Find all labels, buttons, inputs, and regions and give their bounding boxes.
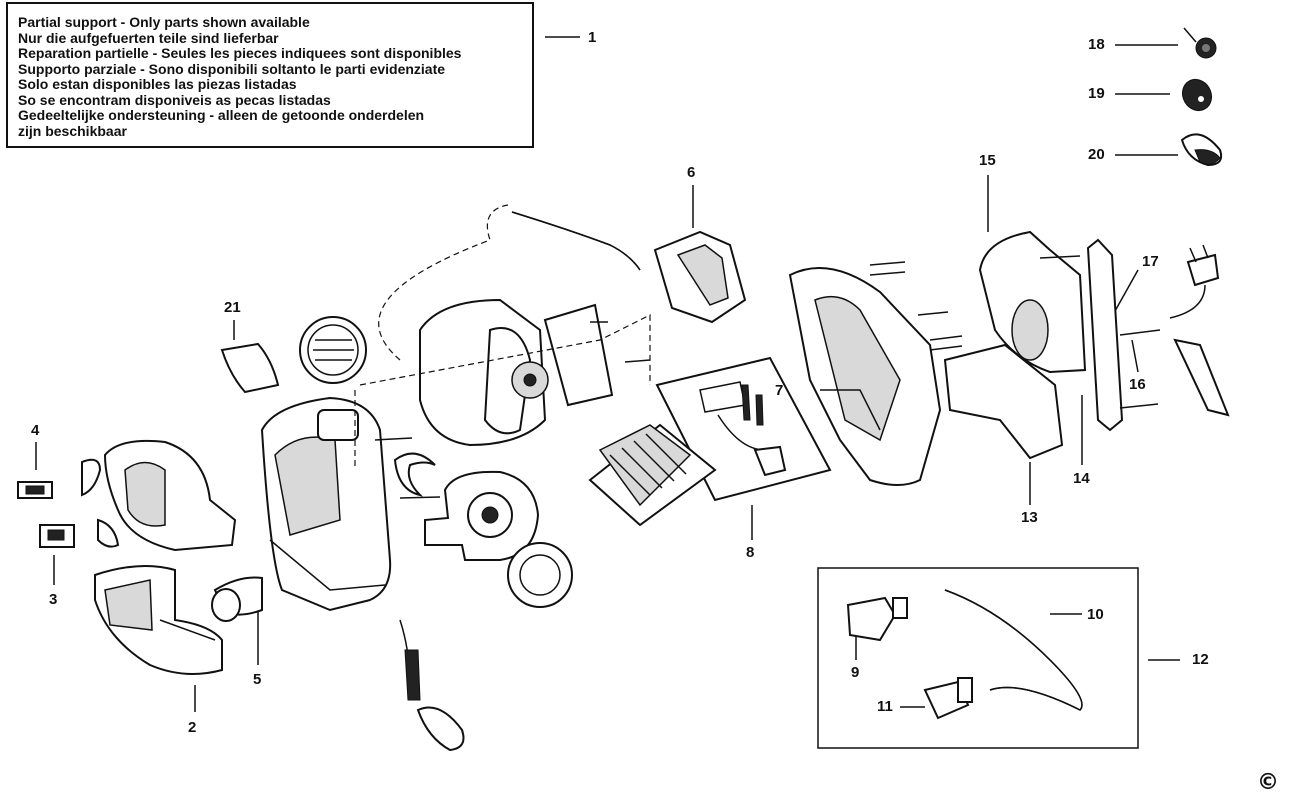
cigarette-plug-cord — [399, 619, 465, 752]
callout-16: 16 — [1129, 376, 1146, 393]
notice-line-fr: Reparation partielle - Seules les pieces… — [18, 45, 462, 61]
main-body-housing — [260, 396, 392, 612]
callout-19: 19 — [1088, 85, 1105, 102]
blower-volute — [424, 470, 540, 561]
callout-2: 2 — [188, 719, 197, 736]
wire-dashed-a — [378, 204, 509, 361]
notice-line-nl: Gedeeltelijke ondersteuning - alleen de … — [18, 107, 425, 123]
partial-support-notice: Partial support - Only parts shown avail… — [6, 2, 534, 148]
callout-1: 1 — [588, 29, 597, 46]
lens-clip-b — [97, 518, 120, 548]
elbow-nozzle-5 — [211, 576, 263, 622]
callout-6: 6 — [687, 164, 696, 181]
callout-18: 18 — [1088, 36, 1105, 53]
notice-line-nl-cont: zijn beschikbaar — [18, 122, 127, 139]
motor-fan-assembly — [419, 298, 614, 447]
callout-10: 10 — [1087, 606, 1104, 623]
duct-13 — [943, 343, 1064, 460]
lens-clip-a — [81, 458, 102, 497]
callout-3: 3 — [49, 591, 58, 608]
callout-17: 17 — [1142, 253, 1159, 270]
notice-line-de: Nur die aufgefuerten teile sind lieferba… — [18, 29, 279, 46]
sealing-ring — [507, 542, 573, 608]
switch-4 — [17, 481, 53, 499]
callout-4: 4 — [31, 422, 40, 439]
screws-center — [590, 261, 963, 363]
screws-left — [374, 437, 441, 499]
accessory-tip-18 — [1183, 27, 1217, 59]
filter-pad — [220, 342, 280, 394]
adapter-11 — [923, 677, 973, 720]
hose-kit-box-12 — [817, 567, 1139, 749]
connector-9 — [846, 596, 908, 642]
screws-right — [1039, 255, 1161, 409]
callout-13: 13 — [1021, 509, 1038, 526]
callout-15: 15 — [979, 152, 996, 169]
hose-tube-inner — [511, 211, 641, 271]
callout-20: 20 — [1088, 146, 1105, 163]
callout-12: 12 — [1192, 651, 1209, 668]
notice-line-it: Supporto parziale - Sono disponibili sol… — [18, 60, 446, 77]
round-grille — [299, 316, 367, 384]
callout-11: 11 — [877, 698, 893, 715]
front-cover — [103, 439, 237, 552]
label-strip — [1173, 338, 1230, 417]
notice-line-en: Partial support - Only parts shown avail… — [18, 14, 310, 30]
callout-9: 9 — [851, 664, 860, 681]
switch-3 — [39, 524, 75, 548]
lower-housing-2 — [94, 565, 223, 675]
hose-tube — [511, 211, 641, 271]
c-clip — [393, 452, 436, 497]
callout-7: 7 — [775, 382, 784, 399]
plate-14 — [1086, 238, 1124, 432]
hose-10 — [944, 589, 1083, 711]
callout-14: 14 — [1073, 470, 1090, 487]
copyright-symbol: © — [1257, 770, 1279, 795]
handle-clip-6 — [653, 230, 747, 324]
accessory-tip-20 — [1180, 133, 1223, 167]
callout-8: 8 — [746, 544, 755, 561]
motor-cover-15 — [978, 230, 1087, 374]
callout-5: 5 — [253, 671, 262, 688]
right-housing-half — [788, 266, 942, 486]
power-plug — [1169, 244, 1220, 319]
wire-dashed-b — [359, 314, 651, 386]
callout-21: 21 — [224, 299, 241, 316]
accessory-tip-19 — [1181, 78, 1213, 112]
notice-line-es: Solo estan disponibles las piezas listad… — [18, 76, 297, 92]
notice-line-pt: So se encontram disponiveis as pecas lis… — [18, 91, 331, 108]
heat-sink — [588, 423, 717, 527]
